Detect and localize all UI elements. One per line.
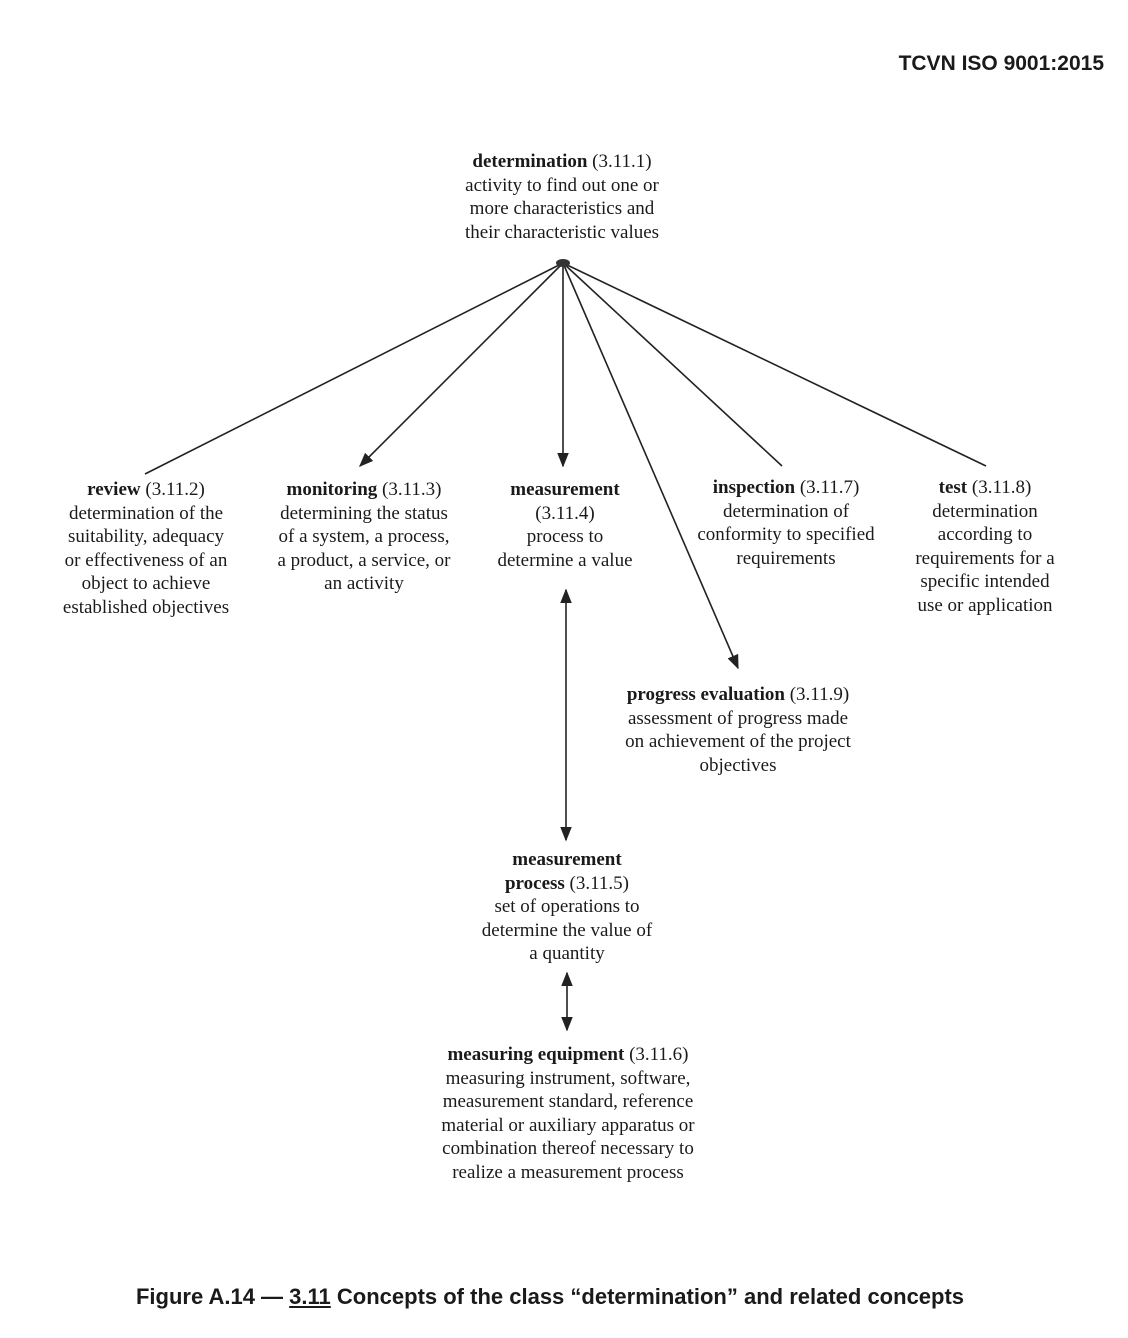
definition-line: measuring instrument, software, <box>445 1067 691 1089</box>
definition-line: more characteristics and <box>469 198 655 219</box>
term: measurement <box>512 849 622 870</box>
definition-line: determining the status <box>280 502 448 524</box>
definition-line: determination <box>932 500 1038 522</box>
link-review <box>144 262 564 475</box>
definition-line: an activity <box>324 573 404 594</box>
definition-line: assessment of progress made <box>627 707 849 729</box>
node-inspection: inspection (3.11.7) determination of con… <box>676 476 896 570</box>
definition-line: suitability, adequacy <box>68 526 224 547</box>
definition-line: process to <box>526 526 604 547</box>
term: inspection <box>712 477 796 498</box>
caption-clause-link: 3.11 <box>289 1284 331 1309</box>
ref: (3.11.5) <box>569 872 629 894</box>
term: measuring equipment <box>447 1044 625 1065</box>
term: test <box>938 477 968 498</box>
link-inspection <box>562 262 783 467</box>
definition-line: set of operations to <box>494 896 640 917</box>
definition-line: established objectives <box>62 596 230 618</box>
definition-line: activity to find out one or <box>465 174 659 196</box>
caption-text: Concepts of the class “determination” an… <box>330 1284 965 1309</box>
caption-prefix: Figure A.14 — <box>135 1284 290 1309</box>
link-test <box>562 262 987 467</box>
ref: (3.11.9) <box>789 684 850 705</box>
ref: (3.11.4) <box>535 502 595 524</box>
definition-line: conformity to specified <box>697 524 875 545</box>
definition-line: their characteristic values <box>464 221 660 243</box>
definition-line: specific intended <box>920 571 1050 592</box>
ref: (3.11.2) <box>145 479 205 500</box>
arrow-monitoring <box>358 262 564 468</box>
definition-line: realize a measurement process <box>452 1161 684 1183</box>
definition-line: determination of <box>722 500 850 522</box>
definition-line: requirements <box>736 547 836 569</box>
hub-node <box>556 259 570 267</box>
definition-line: determination of the <box>68 502 224 524</box>
arrow-progress-evaluation <box>562 262 739 670</box>
standard-header: TCVN ISO 9001:2015 <box>898 52 1104 75</box>
ref: (3.11.7) <box>799 477 860 498</box>
definition-line: determine a value <box>497 549 633 571</box>
definition-line: determine the value of <box>481 919 653 941</box>
definition-line: a product, a service, or <box>277 549 451 571</box>
ref: (3.11.1) <box>592 151 652 172</box>
node-measuring-equipment: measuring equipment (3.11.6) measuring i… <box>418 1043 718 1184</box>
figure-caption: Figure A.14 — 3.11 Concepts of the class… <box>0 1284 1100 1310</box>
definition-line: object to achieve <box>81 573 211 594</box>
definition-line: objectives <box>699 754 777 776</box>
term: progress evaluation <box>626 684 785 705</box>
node-measurement: measurement (3.11.4) process to determin… <box>465 478 665 572</box>
node-determination: determination (3.11.1) activity to find … <box>362 150 762 244</box>
node-progress-evaluation: progress evaluation (3.11.9) assessment … <box>598 683 878 777</box>
node-monitoring: monitoring (3.11.3) determining the stat… <box>254 478 474 596</box>
term: process <box>504 872 565 894</box>
definition-line: on achievement of the project <box>625 731 851 752</box>
term: determination <box>472 151 588 172</box>
definition-line: use or application <box>917 594 1053 616</box>
term: monitoring <box>286 479 378 500</box>
definition-line: a quantity <box>529 943 605 964</box>
definition-line: combination thereof necessary to <box>442 1138 694 1159</box>
term: measurement <box>510 479 620 500</box>
node-review: review (3.11.2) determination of the sui… <box>36 478 256 619</box>
definition-line: requirements for a <box>915 547 1055 569</box>
node-test: test (3.11.8) determination according to… <box>885 476 1085 617</box>
term: review <box>87 479 141 500</box>
ref: (3.11.8) <box>971 477 1032 498</box>
definition-line: according to <box>937 524 1033 545</box>
definition-line: or effectiveness of an <box>64 549 228 571</box>
definition-line: measurement standard, reference <box>442 1091 694 1112</box>
definition-line: of a system, a process, <box>278 526 450 547</box>
ref: (3.11.3) <box>382 479 442 500</box>
definition-line: material or auxiliary apparatus or <box>441 1114 695 1136</box>
ref: (3.11.6) <box>629 1044 689 1065</box>
node-measurement-process: measurement process (3.11.5) set of oper… <box>457 848 677 966</box>
